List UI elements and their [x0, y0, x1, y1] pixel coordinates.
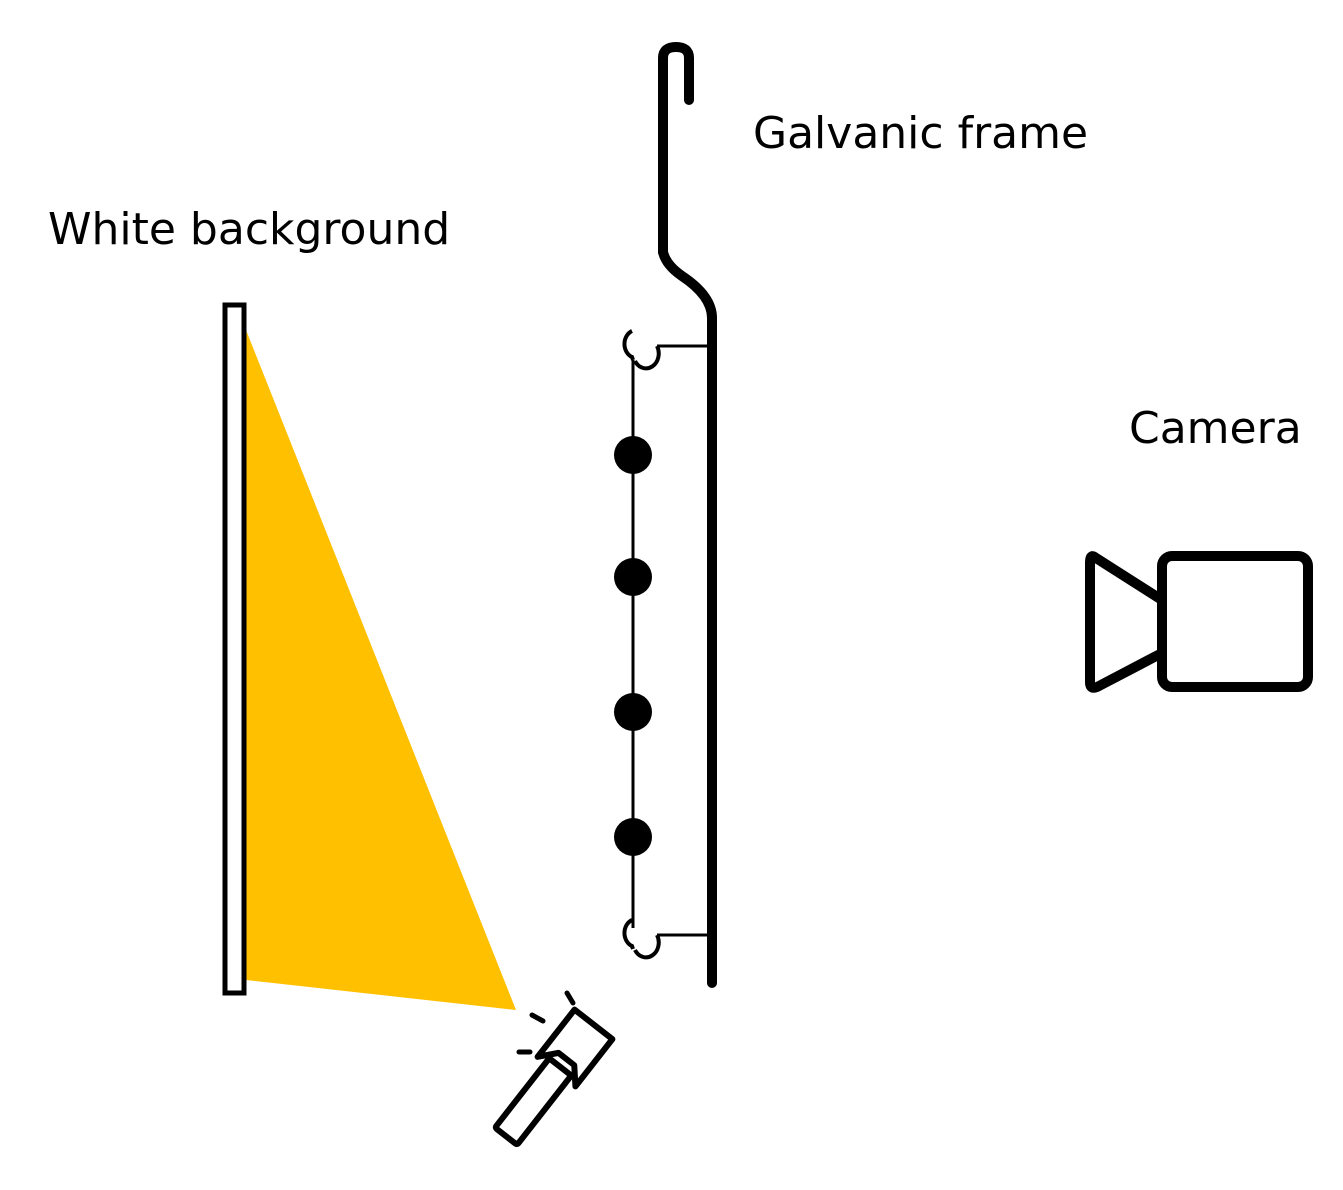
bottom-hook [622, 918, 661, 960]
frame-bar [658, 42, 694, 257]
part-3 [614, 693, 652, 731]
part-2 [614, 558, 652, 596]
camera-lens [1085, 551, 1167, 693]
part-1 [614, 436, 652, 474]
white-background-panel [222, 302, 247, 996]
video-camera-icon [1085, 551, 1313, 693]
camera-body [1157, 551, 1313, 692]
galvanic-frame [614, 42, 717, 988]
top-hook [622, 329, 661, 371]
frame-bar-lower [658, 247, 717, 988]
part-4 [614, 818, 652, 856]
galvanic-frame-label: Galvanic frame [753, 108, 1088, 159]
light-beam [246, 330, 516, 1010]
camera-label: Camera [1129, 403, 1302, 454]
flashlight-icon [492, 990, 616, 1148]
white-background-label: White background [48, 204, 450, 255]
